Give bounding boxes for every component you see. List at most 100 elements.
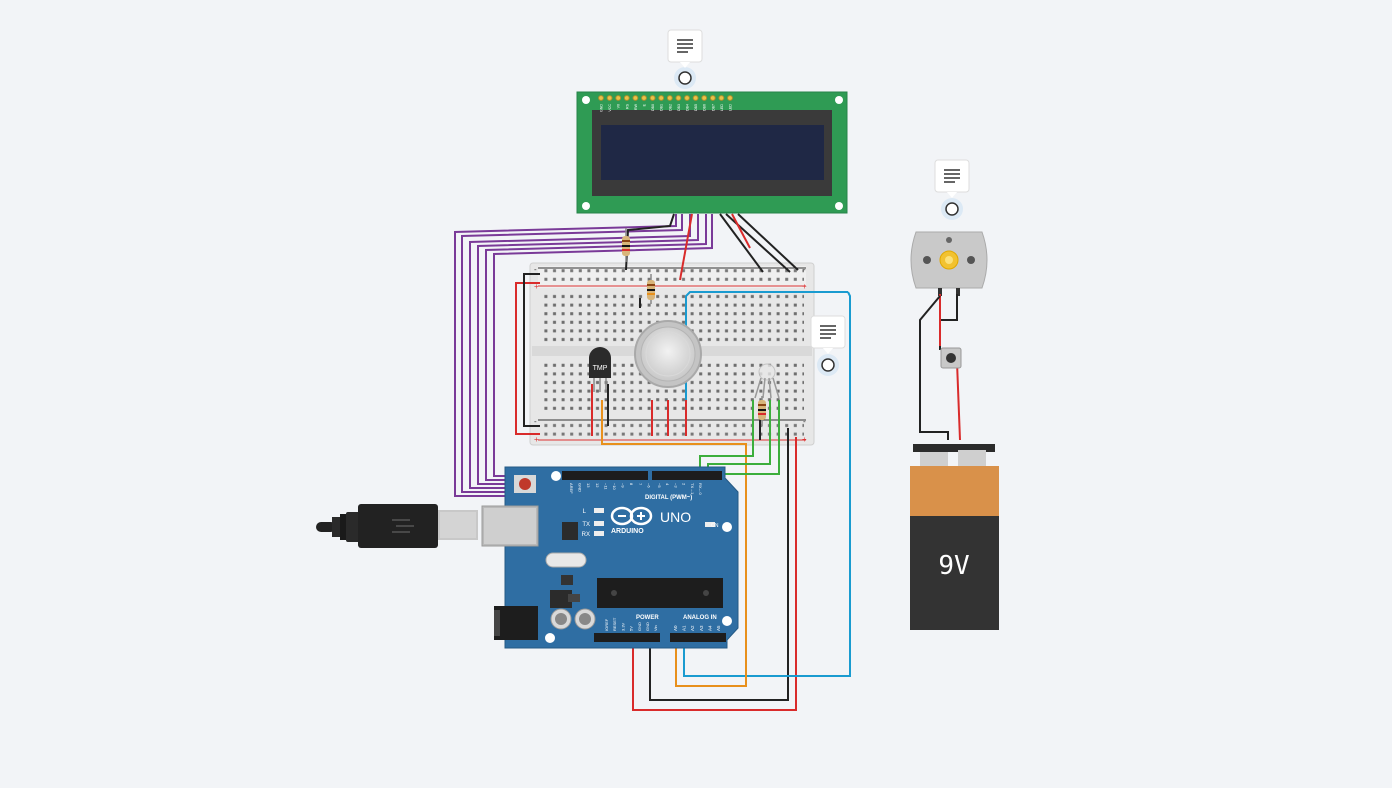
power-pin-label: 5V	[629, 626, 634, 631]
lcd-screen	[601, 125, 824, 180]
svg-text:+: +	[534, 435, 539, 444]
pushbutton[interactable]	[940, 347, 962, 369]
svg-text:+: +	[802, 435, 807, 444]
power-pin-label: Vin	[653, 625, 658, 631]
lcd-pin[interactable]	[684, 95, 690, 101]
lcd-pin[interactable]	[666, 95, 673, 101]
battery-label: 9V	[938, 551, 969, 581]
lcd-pin[interactable]	[675, 95, 682, 101]
lcd-pin-label: E	[643, 103, 647, 106]
digital-pin-label: 7	[638, 483, 643, 486]
lcd-pin[interactable]	[727, 95, 733, 101]
digital-pin-label: 4	[665, 483, 670, 486]
wires-lcd[interactable]	[625, 213, 799, 281]
lcd-pin-label: GND	[600, 104, 604, 112]
digital-pin-label: 12	[595, 483, 600, 488]
note-lines-icon	[944, 169, 960, 183]
led-label-rx: RX	[582, 532, 590, 538]
lcd-pin-label: DB1	[660, 104, 664, 111]
motor-note[interactable]	[934, 159, 970, 220]
gas-sensor-note[interactable]	[810, 315, 846, 376]
lcd-pin-label: DB0	[651, 104, 655, 111]
analog-pin-label: A0	[673, 625, 678, 631]
arduino-brand: ARDUINO	[611, 528, 644, 535]
led-label-l: L	[583, 509, 587, 515]
power-pin-label: IOREF	[604, 618, 609, 631]
arduino-logo	[610, 506, 653, 526]
lcd-pin[interactable]	[658, 95, 665, 101]
lcd-pin[interactable]	[623, 95, 630, 101]
power-pin-label: GND	[645, 622, 650, 631]
lcd-pin-label: RS	[625, 103, 629, 109]
lcd-pin[interactable]	[641, 95, 647, 101]
analog-pin-label: A2	[690, 625, 695, 631]
tmp-sensor-label: TMP	[593, 365, 608, 372]
wires-motor[interactable]	[919, 294, 961, 441]
lcd-pin-label: DB3	[677, 104, 681, 111]
lcd-pin[interactable]	[615, 95, 622, 101]
digital-pin-label: AREF	[569, 483, 574, 494]
lcd-pin-label: DB2	[668, 104, 672, 111]
svg-text:-: -	[534, 417, 537, 426]
rgb-led[interactable]	[754, 363, 780, 399]
lcd-pin-label: DB6	[703, 104, 707, 111]
lcd-pin-label: V0	[617, 104, 621, 108]
power-pin-label: GND	[637, 622, 642, 631]
svg-text:-: -	[803, 417, 806, 426]
lcd-note[interactable]	[667, 29, 703, 89]
lcd-pin[interactable]	[692, 95, 699, 101]
analog-pin-label: A3	[699, 625, 704, 631]
on-label: ON	[711, 523, 719, 529]
lcd-pin-label: VCC	[608, 104, 612, 112]
lcd-pin[interactable]	[598, 95, 604, 101]
lcd-pin-label: LED	[720, 104, 724, 111]
lcd-pin-label: DB4	[686, 104, 690, 111]
resistor-led[interactable]	[758, 396, 766, 426]
usb-plug[interactable]	[316, 504, 478, 548]
digital-pin-label: ~9	[621, 483, 626, 488]
digital-pin-label: 2	[682, 483, 687, 486]
analog-pin-label: A4	[707, 625, 712, 631]
lcd-display[interactable]: GND VCC V0 RS RW E DB0 DB1 DB2 DB3 DB4 DB5 DB6 DB7 LED…	[576, 91, 848, 214]
digital-pin-label: ~11	[603, 483, 608, 490]
svg-text:-: -	[803, 265, 806, 274]
svg-text:+: +	[534, 282, 539, 291]
digital-pin-label: ~5	[657, 483, 662, 488]
lcd-pin[interactable]	[606, 95, 613, 101]
lcd-pin[interactable]	[718, 95, 725, 101]
lcd-pin-label: DB7	[711, 104, 715, 111]
arduino-uno[interactable]: L TX RX ON ARDUINO UNO DIGITAL (PWM~) PO…	[481, 466, 739, 649]
tmp-sensor[interactable]: TMP	[589, 347, 611, 392]
note-lines-icon	[677, 39, 693, 53]
lcd-pin[interactable]	[701, 95, 708, 101]
lcd-pin[interactable]	[649, 95, 656, 101]
lcd-pin[interactable]	[709, 95, 716, 101]
gas-sensor[interactable]	[634, 320, 702, 388]
svg-text:-: -	[534, 265, 537, 274]
resistor-gas[interactable]	[647, 274, 655, 304]
power-pin-label: RESET	[612, 617, 617, 631]
digital-header-label: DIGITAL (PWM~)	[645, 495, 692, 501]
digital-pin-label: TX→1	[690, 483, 695, 495]
power-header-label: POWER	[636, 615, 659, 621]
lcd-pin-label: DB5	[694, 104, 698, 111]
svg-text:+: +	[802, 282, 807, 291]
lcd-pin[interactable]	[632, 95, 639, 101]
analog-pin-label: A1	[682, 625, 687, 631]
led-label-tx: TX	[582, 522, 590, 528]
lcd-pin-label: LED	[729, 104, 733, 111]
note-lines-icon	[820, 325, 836, 339]
resistor-lcd[interactable]	[622, 228, 630, 262]
digital-pin-label: ~10	[612, 483, 617, 491]
battery-9v[interactable]: 9V	[910, 444, 999, 630]
digital-pin-label: ~6	[646, 483, 651, 488]
digital-pin-label: 8	[629, 483, 634, 486]
digital-pin-label: ~3	[673, 483, 678, 488]
lcd-pin-header: GND VCC V0 RS RW E DB0 DB1 DB2 DB3 DB4 DB5 DB6 DB7 LED…	[598, 95, 733, 112]
lcd-pin-label: RW	[634, 103, 638, 110]
dc-motor[interactable]	[910, 231, 988, 296]
